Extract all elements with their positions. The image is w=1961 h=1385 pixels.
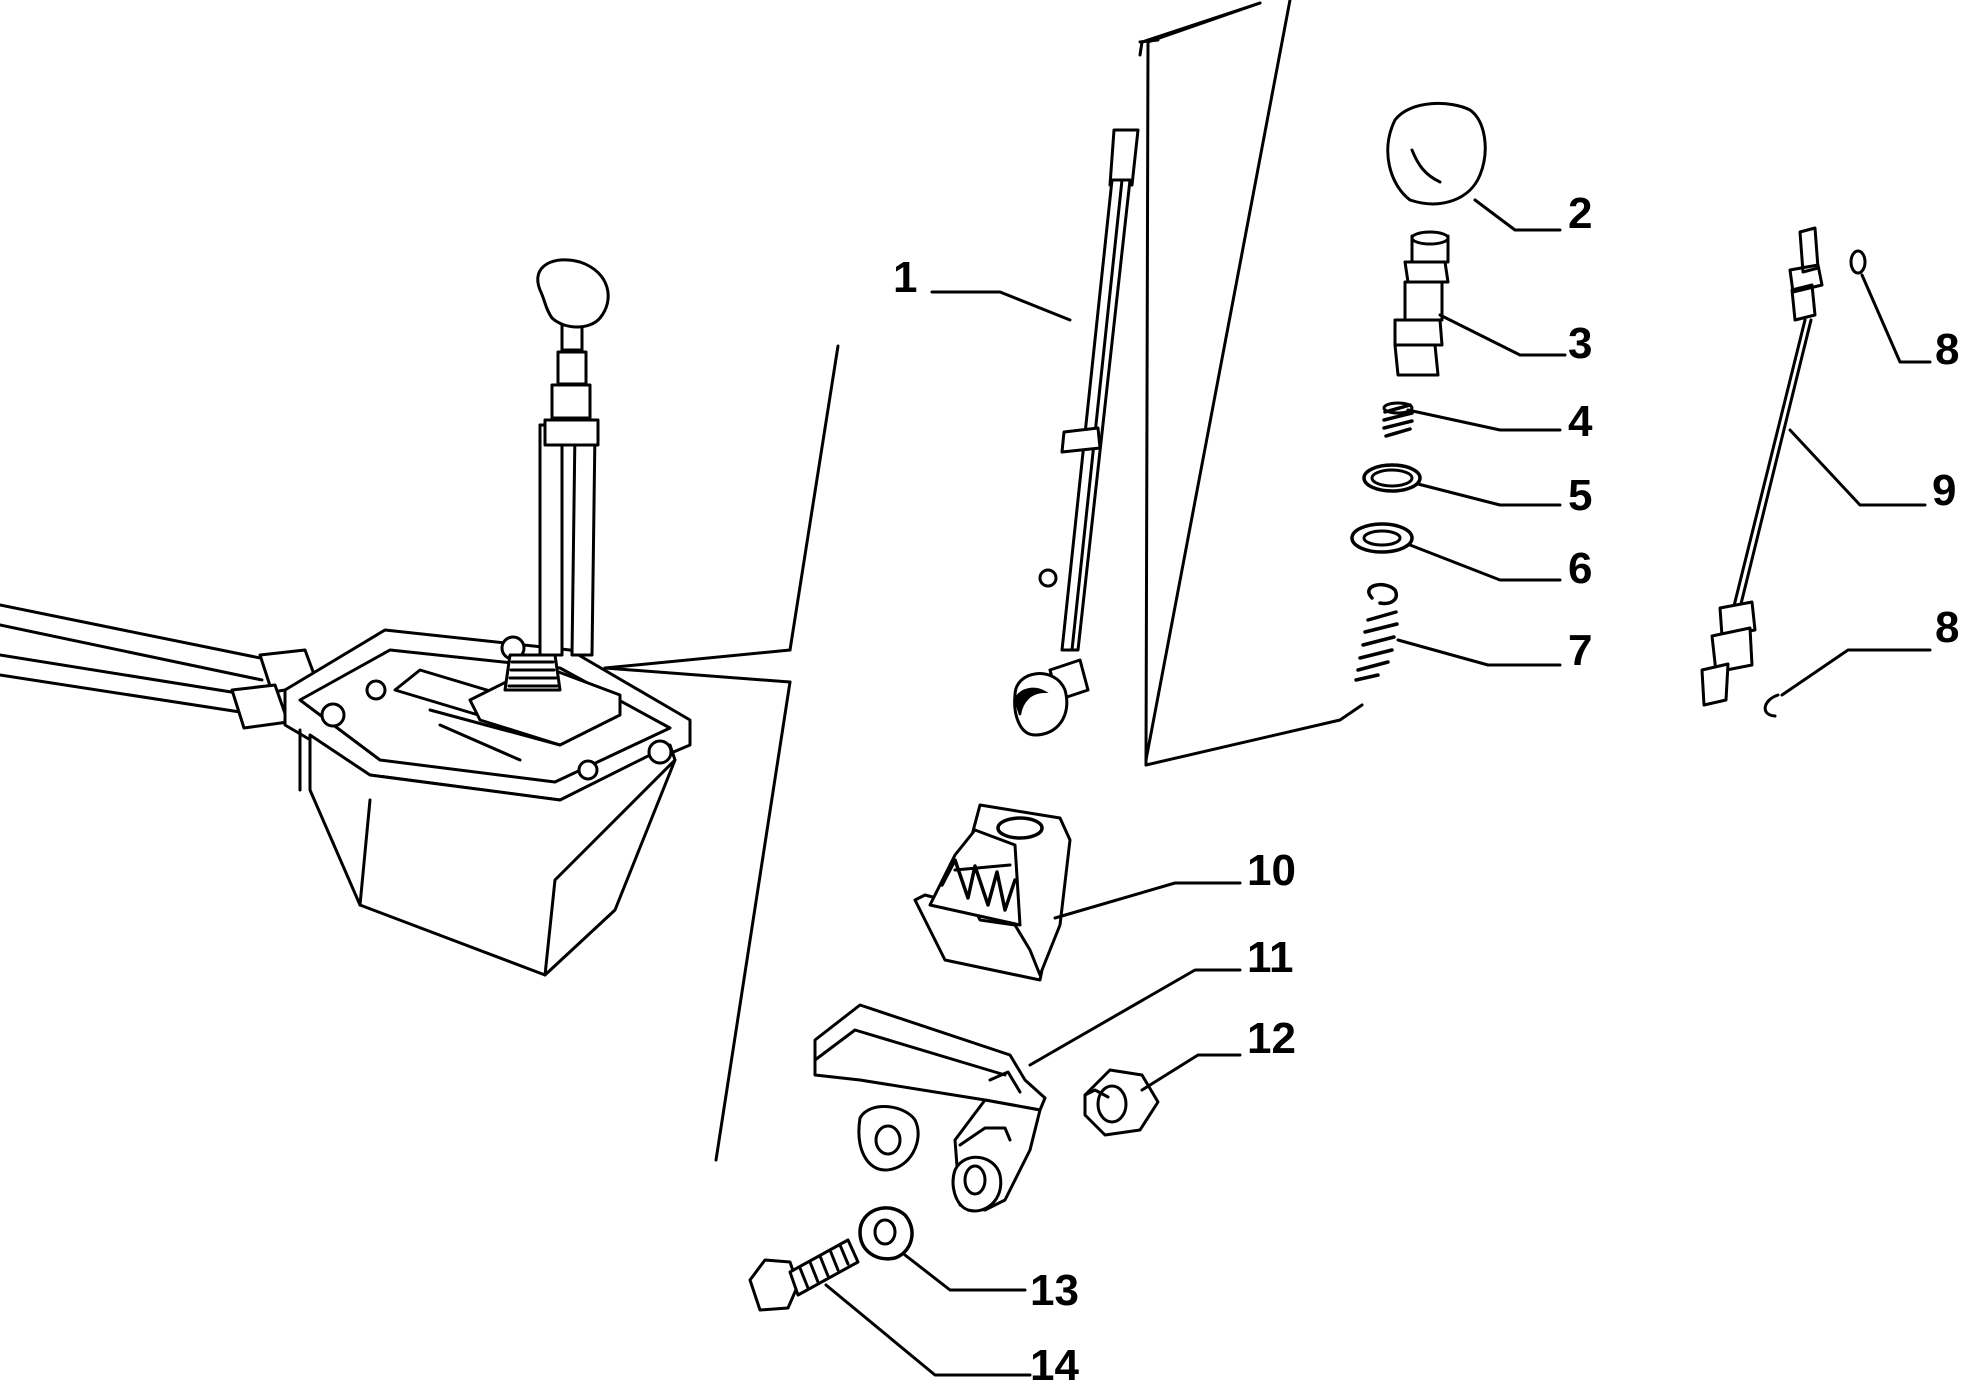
callout-4: 4 <box>1568 397 1593 446</box>
leader-13 <box>903 1253 1027 1292</box>
leader-8-lower <box>1780 648 1932 697</box>
leader-5 <box>1416 482 1562 507</box>
gearshift-assembly-overview <box>0 258 692 977</box>
leader-3 <box>1438 313 1567 357</box>
callout-9: 9 <box>1932 466 1956 515</box>
leader-7 <box>1396 638 1562 667</box>
part-13-washer <box>858 1206 914 1261</box>
callout-11: 11 <box>1247 933 1294 982</box>
callout-7: 7 <box>1568 626 1592 675</box>
leader-10 <box>1053 881 1242 920</box>
leader-11 <box>1028 968 1242 1067</box>
leader-6 <box>1408 543 1562 582</box>
leader-1 <box>930 290 1072 322</box>
part-9-link-rod <box>1700 226 1824 707</box>
callout-6: 6 <box>1568 544 1592 593</box>
separator-lines <box>603 0 1364 1162</box>
part-12-hex-nut <box>1083 1068 1160 1137</box>
callout-12: 12 <box>1247 1014 1296 1063</box>
part-14-hex-bolt <box>748 1238 860 1312</box>
callout-8-upper: 8 <box>1935 325 1959 374</box>
part-5-retaining-ring <box>1362 463 1422 493</box>
part-6-washer <box>1350 522 1414 554</box>
callout-10: 10 <box>1247 846 1296 895</box>
part-2-gear-knob <box>1386 101 1487 206</box>
leader-4 <box>1406 408 1562 432</box>
part-8-clip-lower <box>1763 693 1780 718</box>
part-7-large-spring <box>1354 582 1399 682</box>
leader-9 <box>1788 428 1927 507</box>
callout-13: 13 <box>1030 1266 1079 1315</box>
part-11-lever-support <box>813 1003 1047 1213</box>
callout-8-lower: 8 <box>1935 603 1959 652</box>
callout-3: 3 <box>1568 319 1592 368</box>
callout-5: 5 <box>1568 471 1592 520</box>
leader-14 <box>824 1283 1032 1377</box>
part-4-small-spring <box>1382 401 1414 438</box>
leader-8-upper <box>1860 273 1932 364</box>
leader-2 <box>1473 198 1562 232</box>
callout-1: 1 <box>893 253 917 302</box>
callout-14: 14 <box>1030 1341 1079 1385</box>
part-8-clip-upper <box>1849 249 1867 275</box>
part-10-guide-block <box>913 803 1072 982</box>
leader-12 <box>1140 1053 1242 1092</box>
part-1-shift-lever <box>1013 128 1140 737</box>
callout-2: 2 <box>1568 189 1592 238</box>
part-3-bushing <box>1393 230 1450 377</box>
